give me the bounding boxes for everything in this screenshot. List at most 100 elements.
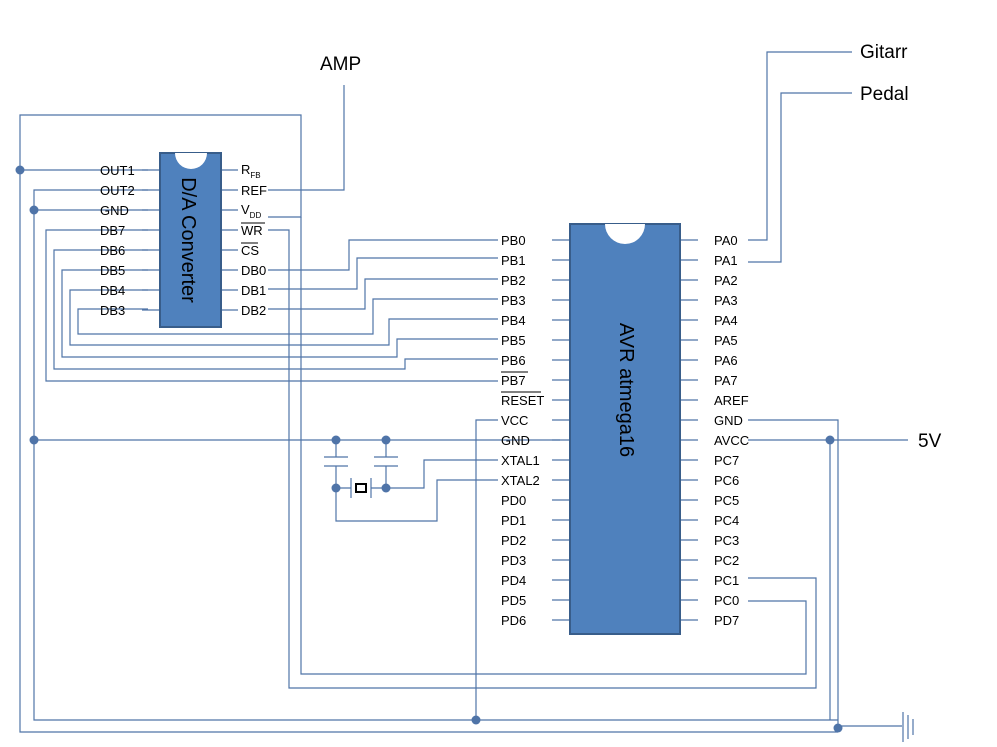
pin-label: DB2 [241,303,266,318]
pedal-label: Pedal [860,84,909,105]
wire-out2 [33,189,148,210]
wire-left-outer-rail [19,170,838,733]
junction-dot [15,165,25,175]
wire-vcc [475,419,498,720]
junction-dot [29,205,39,215]
pin-label: PB1 [501,253,526,268]
wire-cap1 [335,440,498,522]
supply-5v-label: 5V [918,431,942,452]
wire-db2-pb2 [268,278,498,310]
pin-label-wr: WR [241,223,263,238]
pin-label: PD0 [501,493,526,508]
wire-db5-pb5 [61,269,498,358]
wire-wr [268,229,817,689]
wire-ref-amp [268,85,345,191]
pin-label: PC1 [714,573,739,588]
pin-label: PD1 [501,513,526,528]
pin-label: PD7 [714,613,739,628]
wire-cs [300,217,807,675]
mcu-chip: AVR atmega16 [552,223,698,635]
capacitor-icon [324,456,348,467]
wires [19,51,908,733]
wire-db4-pb4 [69,289,498,346]
mcu-name: AVR atmega16 [615,323,637,457]
wire-db7-pb7 [45,229,498,382]
pin-label-cs: CS [241,243,259,258]
pin-label: DB1 [241,283,266,298]
pin-label: PA3 [714,293,738,308]
pin-label: XTAL2 [501,473,540,488]
pin-label: PD5 [501,593,526,608]
pin-label: PD6 [501,613,526,628]
pin-label: PB2 [501,273,526,288]
pin-label: DB4 [100,283,125,298]
junction-dot [331,483,341,493]
capacitor-icon [374,456,398,467]
pin-label: RESET [501,393,544,408]
junction-dot [471,715,481,725]
pin-label: AREF [714,393,749,408]
amp-label: AMP [320,54,361,75]
pin-label: PC5 [714,493,739,508]
pin-label: PA0 [714,233,738,248]
junctions [15,165,843,733]
wire-ground-rail [33,210,838,721]
pin-label: GND [100,203,129,218]
pin-label: REF [241,183,267,198]
pin-label: PC6 [714,473,739,488]
dac-left-pin-labels: OUT1 OUT2 GND DB7 DB6 DB5 DB4 DB3 [100,163,135,318]
pin-label: PB0 [501,233,526,248]
pin-label: PB5 [501,333,526,348]
wire-mcu-gnd-right [748,419,839,732]
pin-label: PA4 [714,313,738,328]
pin-label: PC4 [714,513,739,528]
dac-right-pin-labels: RFB REF VDD WR CS DB0 DB1 DB2 [241,162,267,318]
pin-label: PD2 [501,533,526,548]
pin-label: DB3 [100,303,125,318]
wire-db0-pb0 [268,239,498,271]
ground-symbol-icon [902,712,914,742]
pin-label: PD4 [501,573,526,588]
dac-notch [175,153,207,169]
junction-dot [825,435,835,445]
dac-chip: D/A Converter [142,152,238,328]
pin-label: PC7 [714,453,739,468]
pin-label: VCC [501,413,528,428]
mcu-notch [605,224,645,244]
pin-label: XTAL1 [501,453,540,468]
junction-dot [833,723,843,733]
pin-label: PC0 [714,593,739,608]
pin-label: DB6 [100,243,125,258]
crystal-icon [350,478,372,498]
pin-label-rfb: RFB [241,162,261,180]
pin-label: PA7 [714,373,738,388]
pin-label: OUT1 [100,163,135,178]
pin-label: GND [714,413,743,428]
wire-db3-pb3 [77,298,498,335]
pin-label: AVCC [714,433,749,448]
pin-label: PC3 [714,533,739,548]
pin-label: PB3 [501,293,526,308]
wire-out1-vdd-rail [19,114,302,218]
junction-dot [381,435,391,445]
pin-label: DB5 [100,263,125,278]
pin-label: PD3 [501,553,526,568]
pin-label: GND [501,433,530,448]
pin-label: PB4 [501,313,526,328]
pin-label: PC2 [714,553,739,568]
pin-label: PA6 [714,353,738,368]
pin-label: PB6 [501,353,526,368]
pin-label-vdd: VDD [241,202,261,220]
wire-db6-pb6 [53,249,498,370]
pin-label: PB7 [501,373,526,388]
wire-gitarr-pa0 [748,51,852,241]
pin-label: DB0 [241,263,266,278]
mcu-right-pin-labels: PA0PA1PA2PA3PA4PA5PA6PA7AREFGNDAVCCPC7PC… [714,233,749,628]
wire-pedal-pa1 [748,92,852,263]
junction-dot [381,483,391,493]
pin-label: PA2 [714,273,738,288]
junction-dot [29,435,39,445]
wire-cap2 [385,440,498,489]
pin-label: OUT2 [100,183,135,198]
